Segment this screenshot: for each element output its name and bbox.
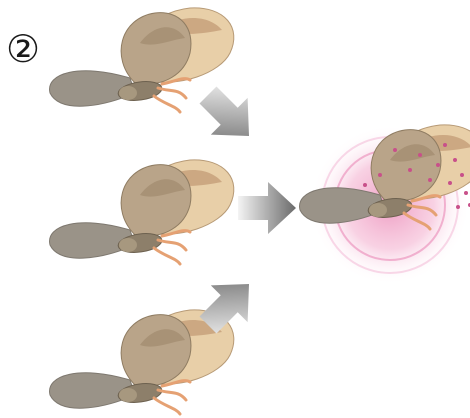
- moth-icon: [50, 310, 234, 414]
- arrow-icon: [238, 182, 296, 234]
- arrow-icon: [190, 77, 268, 155]
- moth-icon: [50, 8, 234, 112]
- moth-icon: [50, 160, 234, 264]
